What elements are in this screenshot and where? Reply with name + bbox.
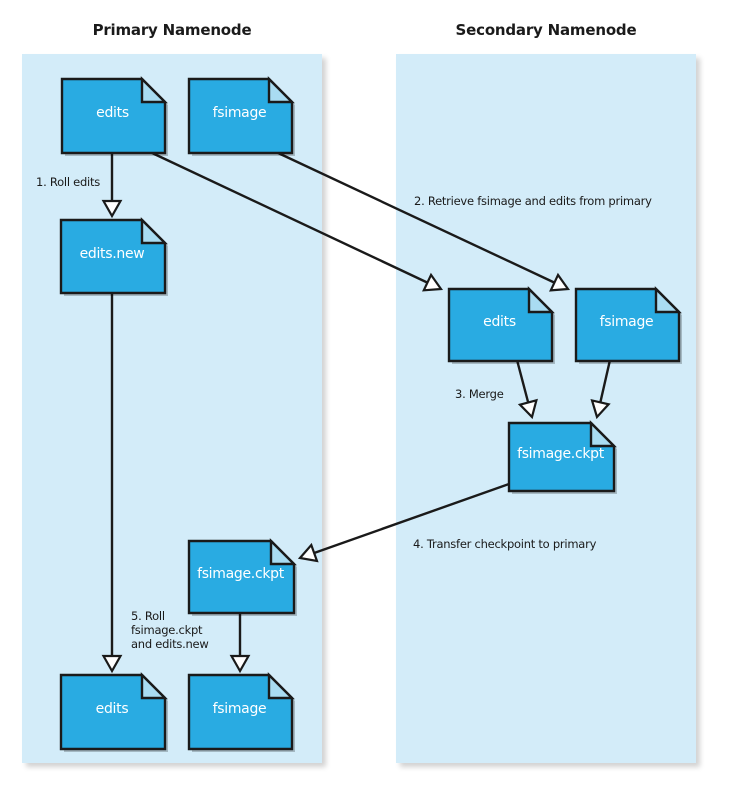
node-shape-s-fsimageckpt bbox=[507, 420, 617, 494]
node-s-edits: edits bbox=[447, 286, 555, 364]
node-shape-p-fsimageckpt bbox=[187, 538, 297, 616]
step-label-step4: 4. Transfer checkpoint to primary bbox=[413, 537, 597, 551]
node-shape-p-edits-bottom bbox=[59, 672, 168, 752]
step-label-step2: 2. Retrieve fsimage and edits from prima… bbox=[414, 194, 652, 208]
step-label-step1: 1. Roll edits bbox=[36, 175, 101, 189]
step-label-step3: 3. Merge bbox=[455, 387, 504, 401]
node-shape-s-fsimage bbox=[574, 286, 682, 364]
panel-title-primary: Primary Namenode bbox=[92, 21, 252, 39]
node-p-edits-bottom: edits bbox=[59, 672, 168, 752]
node-shape-p-fsimage-top bbox=[187, 76, 295, 156]
panel-title-secondary: Secondary Namenode bbox=[455, 21, 637, 39]
node-p-fsimageckpt: fsimage.ckpt bbox=[187, 538, 297, 616]
node-p-edits-top: edits bbox=[60, 76, 168, 156]
panel-secondary bbox=[396, 54, 696, 763]
node-s-fsimage: fsimage bbox=[574, 286, 682, 364]
node-shape-p-fsimage-bottom bbox=[187, 672, 295, 752]
node-shape-s-edits bbox=[447, 286, 555, 364]
node-p-fsimage-top: fsimage bbox=[187, 76, 295, 156]
node-shape-p-editsnew bbox=[59, 217, 168, 296]
node-shape-p-edits-top bbox=[60, 76, 168, 156]
panel-primary bbox=[22, 54, 322, 763]
step-label-step5: 5. Roll fsimage.ckpt and edits.new bbox=[131, 609, 209, 651]
node-s-fsimageckpt: fsimage.ckpt bbox=[507, 420, 617, 494]
node-p-editsnew: edits.new bbox=[59, 217, 168, 296]
node-p-fsimage-bottom: fsimage bbox=[187, 672, 295, 752]
